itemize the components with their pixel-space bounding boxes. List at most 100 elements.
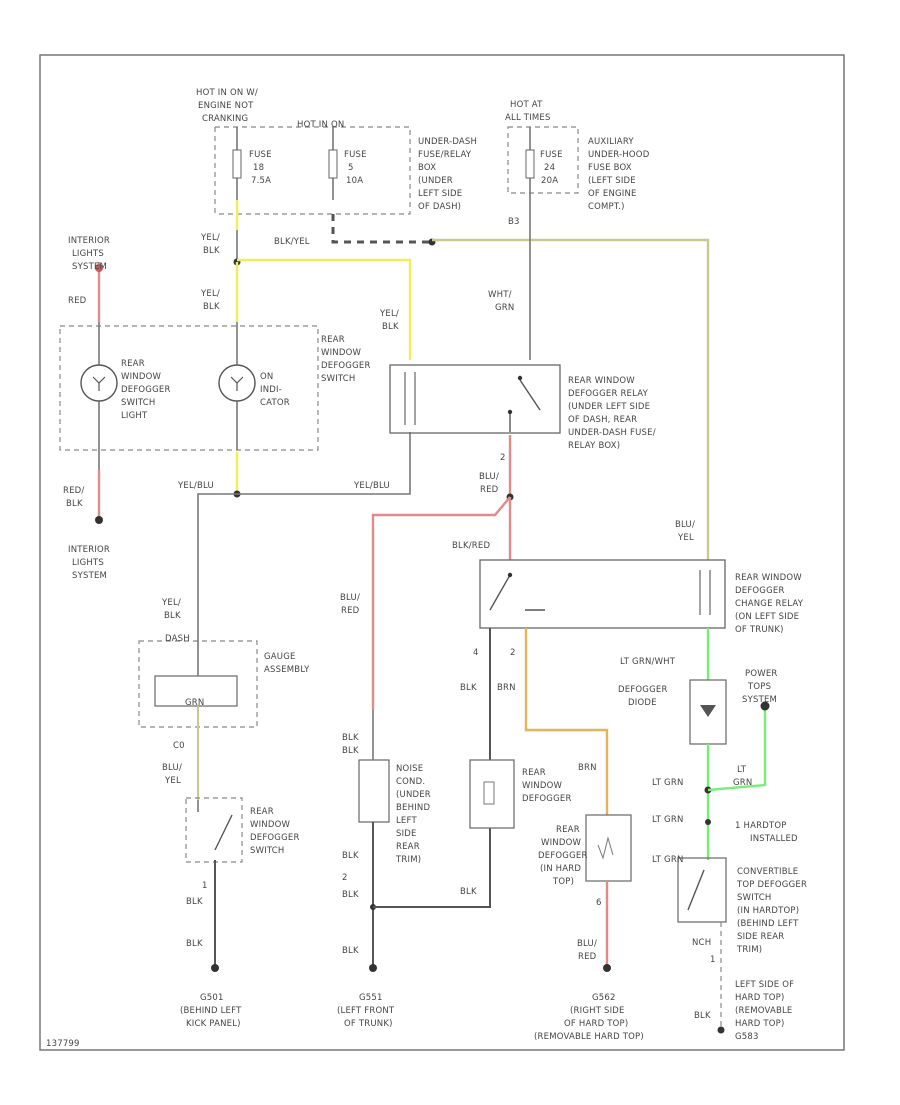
label-fuse3-no: 24 — [544, 163, 555, 173]
label-ltgrn-1: LT GRN — [652, 778, 684, 788]
underdash-fusebox-outline — [215, 126, 411, 215]
relay-contact-dot-2 — [507, 409, 513, 415]
label-underdash-6: OF DASH) — [418, 202, 461, 212]
convertible-top-defogger-switch — [677, 857, 727, 923]
label-aux-2: UNDER-HOOD — [588, 150, 650, 160]
relay-coil-icon — [404, 372, 416, 425]
label-noise-1: NOISE — [396, 764, 423, 774]
label-fuse3: FUSE — [540, 150, 563, 160]
label-blured-2: RED — [480, 485, 499, 495]
label-sw-2: WINDOW — [321, 348, 362, 358]
label-g501-a: G501 — [200, 993, 224, 1003]
label-int-bot-1: INTERIOR — [68, 545, 110, 555]
label-bluyel-1: BLU/ — [675, 520, 695, 530]
label-blk-end: BLK — [694, 1011, 711, 1021]
fuse2-symbol — [328, 149, 338, 179]
label-rdef-2: WINDOW — [522, 781, 563, 791]
indicator-filament-icon — [230, 376, 244, 391]
label-blk-a: BLK — [342, 733, 359, 743]
label-grn-pin: GRN — [185, 698, 204, 708]
label-change-5: OF TRUNK) — [735, 625, 784, 635]
label-blured-5: BLU/ — [577, 939, 597, 949]
ground-g562 — [603, 964, 611, 972]
light-filament-icon — [92, 376, 106, 391]
ground-g583 — [717, 1026, 725, 1034]
label-g562-b: (RIGHT SIDE — [570, 1006, 625, 1016]
label-blk-n5: BLK — [342, 946, 359, 956]
noise-condenser — [358, 759, 390, 823]
label-light-2: WINDOW — [121, 372, 162, 382]
label-blkred: BLK/RED — [452, 541, 490, 551]
label-yel: YEL/ — [200, 233, 220, 243]
label-rsw-2: WINDOW — [250, 820, 291, 830]
label-underdash-4: (UNDER — [418, 176, 453, 186]
rear-window-defogger-switch-lower-outline — [185, 797, 243, 863]
label-redblk-1: RED/ — [63, 486, 85, 496]
label-relay-3: (UNDER LEFT SIDE — [568, 402, 650, 412]
defogger-ground-wire — [373, 828, 491, 908]
label-relay-1: REAR WINDOW — [568, 376, 635, 386]
label-red: RED — [68, 296, 87, 306]
label-yelblk-g-1: YEL/ — [161, 598, 181, 608]
label-change-3: CHANGE RELAY — [735, 599, 804, 609]
label-nch-1: NCH — [692, 938, 711, 948]
label-change-2: DEFOGGER — [735, 586, 785, 596]
label-p6: 6 — [596, 898, 602, 908]
label-g562-d: (REMOVABLE HARD TOP) — [534, 1032, 644, 1042]
label-bluyel-2: YEL — [677, 533, 694, 543]
label-blk3: BLK — [382, 322, 399, 332]
label-fuse2-no: 5 — [348, 163, 354, 173]
label-bluyel-3: BLU/ — [162, 763, 182, 773]
label-nch-2: 1 — [710, 955, 716, 965]
label-hardtop-1: 1 HARDTOP — [735, 821, 787, 831]
label-defdiode-2: DIODE — [628, 698, 657, 708]
label-conv-6: SIDE REAR — [737, 932, 784, 942]
change-relay-coil-icon — [699, 570, 711, 615]
label-hdef-3: DEFOGGER — [538, 851, 588, 861]
label-aux-6: COMPT.) — [588, 202, 625, 212]
label-fuse2-amp: 10A — [346, 176, 363, 186]
label-engine-not: ENGINE NOT — [198, 101, 254, 111]
relay-contact-dot — [517, 375, 523, 381]
hardtop-junction — [705, 819, 711, 825]
label-p1: 1 — [202, 881, 208, 891]
label-noise-8: TRIM) — [395, 855, 421, 865]
label-brn2: BRN — [578, 763, 597, 773]
label-underdash-5: LEFT SIDE — [418, 189, 462, 199]
label-lside-2: HARD TOP) — [735, 993, 784, 1003]
diode-icon — [700, 705, 716, 717]
label-int-bot-3: SYSTEM — [72, 571, 107, 581]
label-g583: G583 — [735, 1032, 759, 1042]
label-hdef-5: TOP) — [552, 877, 574, 887]
label-g551-a: G551 — [359, 993, 383, 1003]
label-ltgrn-4: LT GRN — [652, 855, 684, 865]
label-blk-b: BLK — [342, 746, 359, 756]
label-wht: WHT/ — [488, 290, 512, 300]
label-brn-c: BRN — [497, 683, 516, 693]
label-conv-7: TRIM) — [736, 945, 762, 955]
label-aux-1: AUXILIARY — [588, 137, 634, 147]
label-int-bot-2: LIGHTS — [72, 558, 104, 568]
label-hardtop-2: INSTALLED — [750, 834, 798, 844]
label-blk-n2: BLK — [342, 851, 359, 861]
label-fuse1-amp: 7.5A — [251, 176, 271, 186]
rear-window-defogger-relay — [389, 364, 561, 434]
label-g551-b: (LEFT FRONT — [337, 1006, 395, 1016]
hardtop-defogger-icon — [597, 836, 614, 860]
label-cranking: CRANKING — [202, 114, 248, 124]
blkyel-dashed-bus — [331, 214, 432, 244]
label-relay-6: RELAY BOX) — [568, 441, 620, 451]
rear-window-defogger-change-relay — [479, 559, 726, 629]
label-blk-n3: BLK — [342, 890, 359, 900]
label-grn: GRN — [495, 303, 514, 313]
label-underdash-3: BOX — [418, 163, 436, 173]
power-tops-connector — [760, 701, 770, 711]
label-relay-4: OF DASH, REAR — [568, 415, 637, 425]
label-interior-1: INTERIOR — [68, 236, 110, 246]
label-lside-3: (REMOVABLE — [735, 1006, 793, 1016]
gauge-assembly-module — [154, 675, 238, 707]
label-conv-5: (BEHIND LEFT — [737, 919, 799, 929]
blured-to-noise-cond-wire — [371, 496, 511, 710]
fuse1-symbol — [232, 149, 242, 179]
